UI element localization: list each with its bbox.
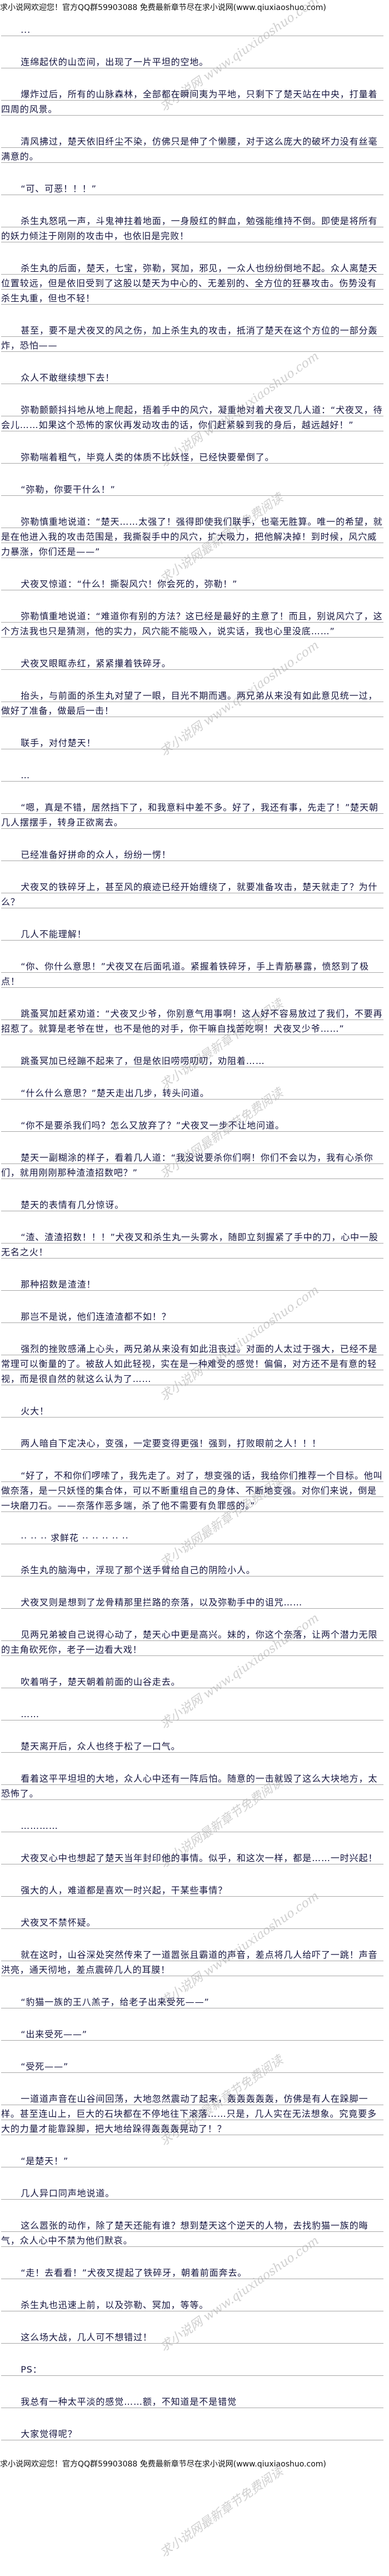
chapter-paragraph: 大家觉得呢？ <box>1 2426 383 2441</box>
chapter-paragraph: ... <box>1 22 383 37</box>
chapter-paragraph: 甚至，要不是犬夜叉的风之伤，加上杀生丸的攻击，抵消了楚天在这个方位的一部分轰炸，… <box>1 323 383 353</box>
chapter-paragraph: 杀生丸的后面，楚天，七宝，弥勒，冥加，邪见，一众人也纷纷倒地不起。众人离楚天位置… <box>1 261 383 306</box>
chapter-paragraph: 杀生丸的脑海中，浮现了那个送手臂给自己的阴险小人。 <box>1 1563 383 1578</box>
chapter-paragraph: “可、可恶！！！” <box>1 181 383 196</box>
chapter-paragraph: 看着这平平坦坦的大地，众人心中还有一阵后怕。随意的一击就毁了这么大块地方，太恐怖… <box>1 1771 383 1801</box>
chapter-paragraph: 楚天离开后，众人也终于松了一口气。 <box>1 1739 383 1754</box>
chapter-paragraph: 弥勒颤颤抖抖地从地上爬起，捂着手中的风穴，凝重地对着犬夜叉几人道：“犬夜叉，待会… <box>1 402 383 432</box>
chapter-paragraph: 楚天一副糊涂的样子，看着几人道：“我没说要杀你们啊！你们不会以为，我有心杀你们，… <box>1 1150 383 1180</box>
chapter-paragraph: “走！去看看！”犬夜叉提起了铁碎牙，朝着前面奔去。 <box>1 2265 383 2280</box>
chapter-paragraph: “什么什么意思？”楚天走出几步，转头问道。 <box>1 1086 383 1101</box>
chapter-paragraph: 杀生丸怒吼一声，斗鬼神拄着地面，一身殷红的鲜血，勉强能维持不倒。即使是将所有的妖… <box>1 213 383 243</box>
chapter-paragraph: “出来受死——” <box>1 2027 383 2042</box>
chapter-paragraph: 强大的人，难道都是喜欢一时兴起，干某些事情？ <box>1 1883 383 1898</box>
chapter-paragraph: 连绵起伏的山峦间，出现了一片平坦的空地。 <box>1 54 383 69</box>
chapter-paragraph: 跳蚤冥加已经蹦不起来了，但是依旧唠唠叨叨，劝阻着…… <box>1 1053 383 1068</box>
chapter-content: ... 连绵起伏的山峦间，出现了一片平坦的空地。爆炸过后，所有的山脉森林，全部都在… <box>0 14 389 2441</box>
chapter-paragraph: 就在这时，山谷深处突然传来了一道嚣张且霸道的声音，差点将几人给吓了一跳！声音洪亮… <box>1 1947 383 1977</box>
site-banner-top: 求小说网欢迎您！官方QQ群59903088 免费最新章节尽在求小说网(www.q… <box>0 3 326 12</box>
chapter-paragraph: 爆炸过后，所有的山脉森林，全部都在瞬间夷为平地，只剩下了楚天站在中央，打量着四周… <box>1 87 383 117</box>
chapter-paragraph: “你、你什么意思！”犬夜叉在后面吼道。紧握着铁碎牙，手上青筋暴露，愤怒到了极点！ <box>1 959 383 989</box>
watermark-text: 求小说网最新章节免费阅读 <box>157 2464 286 2560</box>
chapter-paragraph: 杀生丸也迅速上前，以及弥勒、冥加，等等。 <box>1 2297 383 2313</box>
chapter-paragraph: 抬头，与前面的杀生丸对望了一眼，目光不期而遇。两兄弟从来没有如此意见统一过，做好… <box>1 688 383 718</box>
chapter-paragraph: “嗯，真是不错，居然挡下了，和我意料中差不多。好了，我还有事，先走了！”楚天朝几… <box>1 800 383 830</box>
chapter-paragraph: 两人暗自下定决心，变强，一定要变得更强！强到，打败眼前之人！！！ <box>1 1436 383 1451</box>
chapter-paragraph: 弥勒慎重地说道：“楚天……太强了！强得即使我们联手，也毫无胜算。唯一的希望，就是… <box>1 514 383 559</box>
chapter-paragraph: “是楚天！” <box>1 2154 383 2169</box>
chapter-paragraph: 跳蚤冥加赶紧劝道：“犬夜叉少爷，你别意气用事啊！这人好不容易放过了我们，不要再招… <box>1 1006 383 1036</box>
chapter-paragraph: 弥勒慎重地说道：“难道你有别的方法？这已经是最好的主意了！而且，别说风穴了，这个… <box>1 609 383 639</box>
chapter-paragraph: 一道道声音在山谷间回荡，大地忽然震动了起来，轰轰轰轰轰，仿佛是有人在跺脚一样。甚… <box>1 2091 383 2136</box>
chapter-paragraph: 犬夜叉不禁怀疑。 <box>1 1915 383 1930</box>
chapter-paragraph: “受死——” <box>1 2059 383 2074</box>
chapter-paragraph: 我总有一种太平淡的感觉……额，不知道是不是错觉 <box>1 2394 383 2409</box>
chapter-paragraph: “你不是要杀我们吗？怎么又放弃了？”犬夜叉一步不让地问道。 <box>1 1118 383 1133</box>
chapter-paragraph: 清风拂过，楚天依旧纤尘不染，仿佛只是伸了个懒腰，对于这么庞大的破坏力没有丝毫满意… <box>1 134 383 164</box>
chapter-paragraph: 几人异口同声地说道。 <box>1 2186 383 2201</box>
chapter-paragraph: 那岂不是说，他们连渣渣都不如！？ <box>1 1309 383 1324</box>
chapter-paragraph: PS： <box>1 2362 383 2377</box>
chapter-paragraph: 火大！ <box>1 1404 383 1419</box>
chapter-paragraph: “豹猫一族的王八羔子，给老子出来受死——” <box>1 1995 383 2010</box>
chapter-paragraph: ·· ·· ·· 求鲜花 ·· ·· ·· ·· ·· <box>1 1530 383 1545</box>
chapter-paragraph: 那种招数是渣渣！ <box>1 1277 383 1292</box>
chapter-paragraph: 联手，对付楚天！ <box>1 735 383 750</box>
chapter-paragraph: 犬夜叉则是想到了龙骨精那里拦路的奈落，以及弥勒手中的诅咒…… <box>1 1595 383 1610</box>
chapter-paragraph: 这么场大战，几人可不想错过！ <box>1 2330 383 2345</box>
chapter-paragraph: ………… <box>1 1818 383 1833</box>
chapter-paragraph: 犬夜叉惊道：“什么！撕裂风穴！你会死的，弥勒！” <box>1 576 383 591</box>
site-banner-bottom: 求小说网欢迎您！官方QQ群59903088 免费最新章节尽在求小说网(www.q… <box>0 2460 326 2469</box>
chapter-paragraph: 强烈的挫败感涌上心头，两兄弟从来没有如此沮丧过。对面的人太过于强大，已经不是常理… <box>1 1341 383 1386</box>
chapter-paragraph: 犬夜叉心中也想起了楚天当年封印他的事情。似乎，和这次一样，都是……一时兴起！ <box>1 1851 383 1866</box>
chapter-paragraph: “好了，不和你们啰嗦了，我先走了。对了，想变强的话，我给你们推荐一个目标。他叫做… <box>1 1468 383 1513</box>
chapter-paragraph: 犬夜叉的铁碎牙上，甚至风的痕迹已经开始缠绕了，就要准备攻击，楚天就走了？为什么？ <box>1 879 383 909</box>
chapter-paragraph: 楚天的表情有几分惊讶。 <box>1 1197 383 1212</box>
chapter-paragraph: 犬夜叉眼眶赤红，紧紧攥着铁碎牙。 <box>1 656 383 671</box>
chapter-paragraph: …… <box>1 1707 383 1722</box>
chapter-paragraph: 见两兄弟被自己说得心动了，楚天心中更是高兴。妹的，你这个奈落，让两个潜力无限的主… <box>1 1627 383 1657</box>
chapter-paragraph: 几人不能理解！ <box>1 927 383 942</box>
chapter-paragraph: “渣、渣渣招数！！！”犬夜叉和杀生丸一头雾水，随即立刻握紧了手中的刀，心中一股无… <box>1 1230 383 1260</box>
chapter-paragraph: … <box>1 768 383 783</box>
chapter-paragraph: 已经准备好拼命的众人，纷纷一愣！ <box>1 847 383 862</box>
chapter-paragraph: 吹着哨子，楚天朝着前面的山谷走去。 <box>1 1674 383 1689</box>
chapter-paragraph: 众人不敢继续想下去！ <box>1 370 383 385</box>
chapter-paragraph: “弥勒，你要干什么！” <box>1 482 383 497</box>
chapter-paragraph: 弥勒喘着粗气，毕竟人类的体质不比妖怪，已经快要晕倒了。 <box>1 450 383 465</box>
chapter-paragraph: 这么嚣张的动作，除了楚天还能有谁？想到楚天这个逆天的人物，去找豹猫一族的晦气，众… <box>1 2218 383 2248</box>
